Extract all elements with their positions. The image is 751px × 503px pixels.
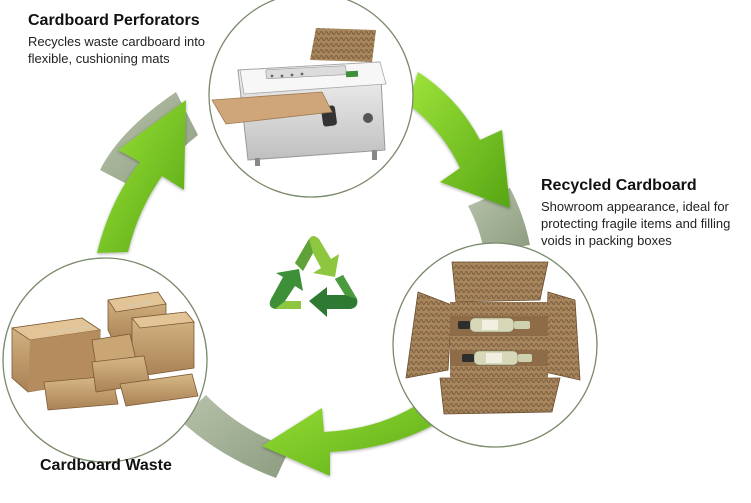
arc-perforators-to-recycled bbox=[468, 188, 530, 252]
node-description-recycled: Showroom appearance, ideal for protectin… bbox=[541, 199, 731, 248]
node-label-perforators: Cardboard Perforators Recycles waste car… bbox=[28, 12, 248, 67]
node-description-perforators: Recycles waste cardboard into flexible, … bbox=[28, 34, 206, 66]
node-title-recycled: Recycled Cardboard bbox=[541, 177, 697, 194]
node-label-waste: Cardboard Waste bbox=[40, 457, 172, 478]
arrow-perforators-to-recycled bbox=[408, 72, 510, 208]
cardboard-waste-image bbox=[10, 291, 199, 411]
perforator-machine-image bbox=[211, 28, 387, 166]
node-title-waste: Cardboard Waste bbox=[40, 457, 172, 474]
recycle-icon bbox=[269, 236, 358, 317]
arrow-waste-to-perforators bbox=[97, 100, 186, 253]
node-title-perforators: Cardboard Perforators bbox=[28, 12, 200, 29]
arc-recycled-to-waste bbox=[180, 395, 290, 478]
node-label-recycled: Recycled Cardboard Showroom appearance, … bbox=[541, 177, 751, 249]
packed-box-image bbox=[405, 261, 581, 415]
